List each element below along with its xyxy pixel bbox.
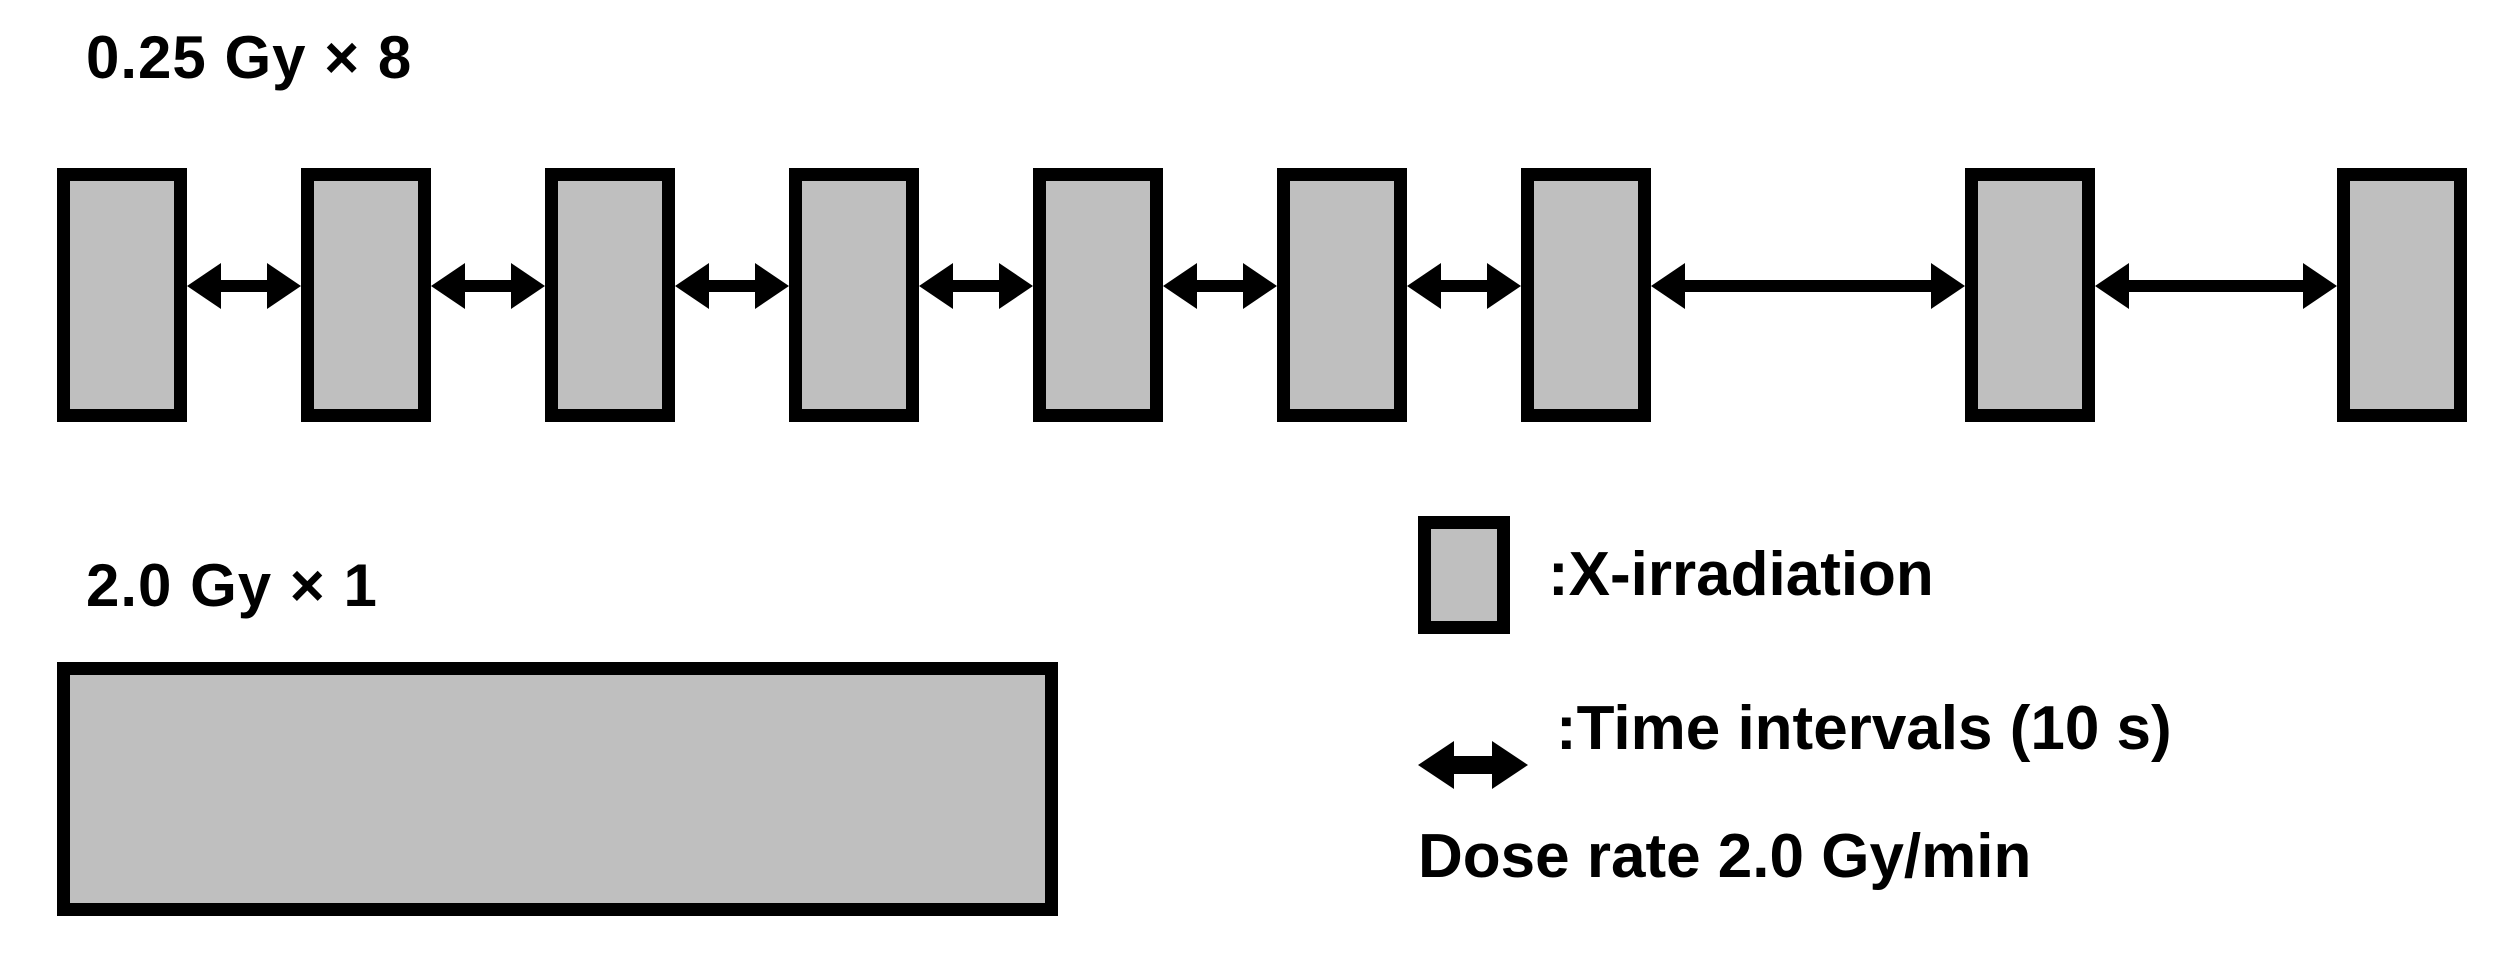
- legend-label-dose-rate: Dose rate 2.0 Gy/min: [1418, 822, 2032, 891]
- single-irradiation-bar: [57, 662, 1058, 916]
- legend-item-time-interval: :Time intervals (10 s): [1418, 694, 2172, 789]
- irradiation-box: [1277, 168, 1407, 422]
- time-interval-arrow: [919, 258, 1033, 314]
- time-interval-arrow: [187, 258, 301, 314]
- irradiation-box: [1033, 168, 1163, 422]
- fractionated-schedule-label: 0.25 Gy × 8: [86, 24, 413, 91]
- gray-box-icon: [1418, 516, 1510, 634]
- time-interval-arrow: [1163, 258, 1277, 314]
- irradiation-box: [2337, 168, 2467, 422]
- legend-item-irradiation: :X-irradiation: [1418, 516, 1934, 634]
- legend-item-dose-rate: Dose rate 2.0 Gy/min: [1418, 826, 2031, 888]
- time-interval-arrow: [1407, 258, 1521, 314]
- time-interval-arrow: [2095, 258, 2337, 314]
- time-interval-arrow: [1651, 258, 1965, 314]
- legend-label-irradiation: :X-irradiation: [1548, 540, 1934, 609]
- legend-label-time-interval: :Time intervals (10 s): [1556, 694, 2172, 763]
- double-headed-arrow-icon: [1418, 699, 1528, 789]
- time-interval-arrow: [675, 258, 789, 314]
- legend: :X-irradiation :Time intervals (10 s) Do…: [1418, 516, 2478, 946]
- irradiation-box: [789, 168, 919, 422]
- irradiation-box: [545, 168, 675, 422]
- single-schedule-label: 2.0 Gy × 1: [86, 552, 378, 619]
- irradiation-box: [1965, 168, 2095, 422]
- irradiation-box: [1521, 168, 1651, 422]
- irradiation-box: [301, 168, 431, 422]
- irradiation-box: [57, 168, 187, 422]
- time-interval-arrow: [431, 258, 545, 314]
